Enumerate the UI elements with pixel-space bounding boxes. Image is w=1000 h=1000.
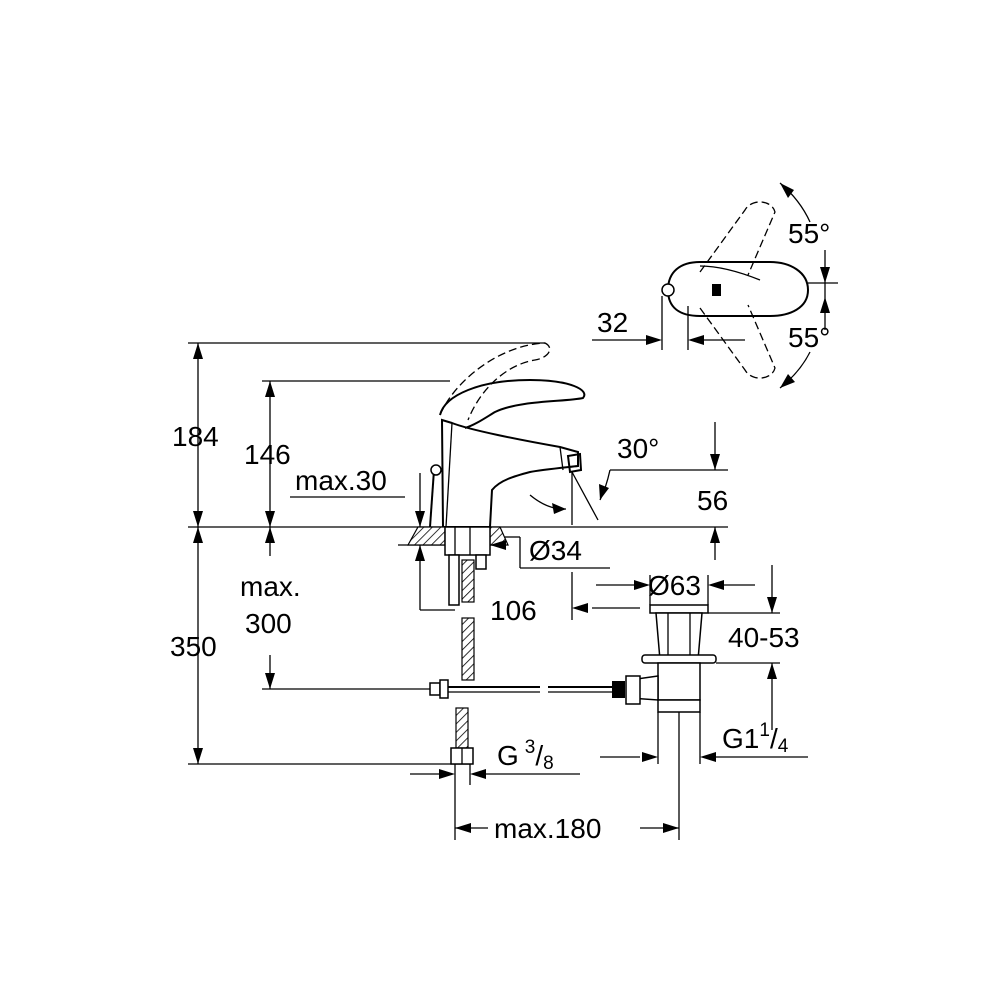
dim-146-label: 146 [244,439,291,470]
inlet-thread-base: G [497,740,519,771]
waste-tail [657,699,701,713]
waste-nut [641,654,717,664]
dimension-184 [193,343,203,527]
top-view [661,201,810,379]
dimension-40-53 [708,565,780,730]
angle-55-back-label: 55° [788,218,830,249]
dim-350-label: 350 [170,631,217,662]
supply-hoses [450,559,475,765]
angle-55-forward-label: 55° [788,322,830,353]
dimension-32 [592,296,745,350]
dimension-max300 [265,527,275,689]
dimension-max180 [455,823,679,833]
faucet-body [429,342,586,528]
threaded-stud [448,554,460,606]
plan-body [666,261,810,317]
dim-56-label: 56 [697,485,728,516]
waste-thread-den: 4 [778,736,789,757]
dim-d34-label: Ø34 [529,535,582,566]
inlet-thread-num: 3 [525,737,536,758]
lever-rotated-forward [699,304,776,379]
dimension-g3-8 [410,764,580,840]
dim-g1-label: G11/4 [722,720,789,757]
stud-nut [475,554,487,570]
lever-rotated-back [699,201,776,276]
mounting-nut [444,526,491,556]
dim-32-label: 32 [597,307,628,338]
waste-body [655,612,703,661]
dimension-d34 [490,536,610,569]
dimension-56 [710,422,720,560]
hose-middle [461,617,475,681]
dim-40-53-label: 40-53 [728,622,800,653]
waste-fitting [625,604,717,840]
popup-rod [429,469,435,528]
waste-thread-num: 1 [759,720,770,741]
dim-d63-label: Ø63 [648,570,701,601]
dimension-350 [193,527,203,764]
dim-max300-label-line2: 300 [245,608,292,639]
aerator [566,452,583,474]
lever-alt-position [439,342,551,421]
angle-30-label: 30° [617,433,659,464]
rod-clip [429,682,441,696]
angle-30 [529,469,611,525]
dimension-106 [420,572,640,620]
spout-body [440,418,579,528]
lever-handle [439,378,586,429]
dim-max30-label: max.30 [295,465,387,496]
inlet-thread-den: 8 [543,753,554,774]
dimension-g1-1-4 [600,752,808,762]
deck-mounting [398,526,509,606]
dim-max180-label: max.180 [494,813,601,844]
dim-max300-label-line1: max. [240,571,301,602]
dim-106-label: 106 [490,595,537,626]
dimension-d63 [596,575,755,605]
hose-upper [461,559,475,603]
dimension-146 [265,381,275,527]
dim-184-label: 184 [172,421,219,452]
popup-rod-knob [430,464,442,476]
hose-lower [455,707,469,749]
waste-flange [649,604,709,614]
deck-left-hatch [406,526,446,546]
waste-thread-base: G1 [722,723,759,754]
plan-indicator [712,284,721,296]
waste-side-nut [625,675,641,705]
plan-popup-knob [661,283,675,297]
popup-linkage [429,679,625,699]
angle-55 [779,182,838,389]
waste-lower-body [657,662,701,701]
